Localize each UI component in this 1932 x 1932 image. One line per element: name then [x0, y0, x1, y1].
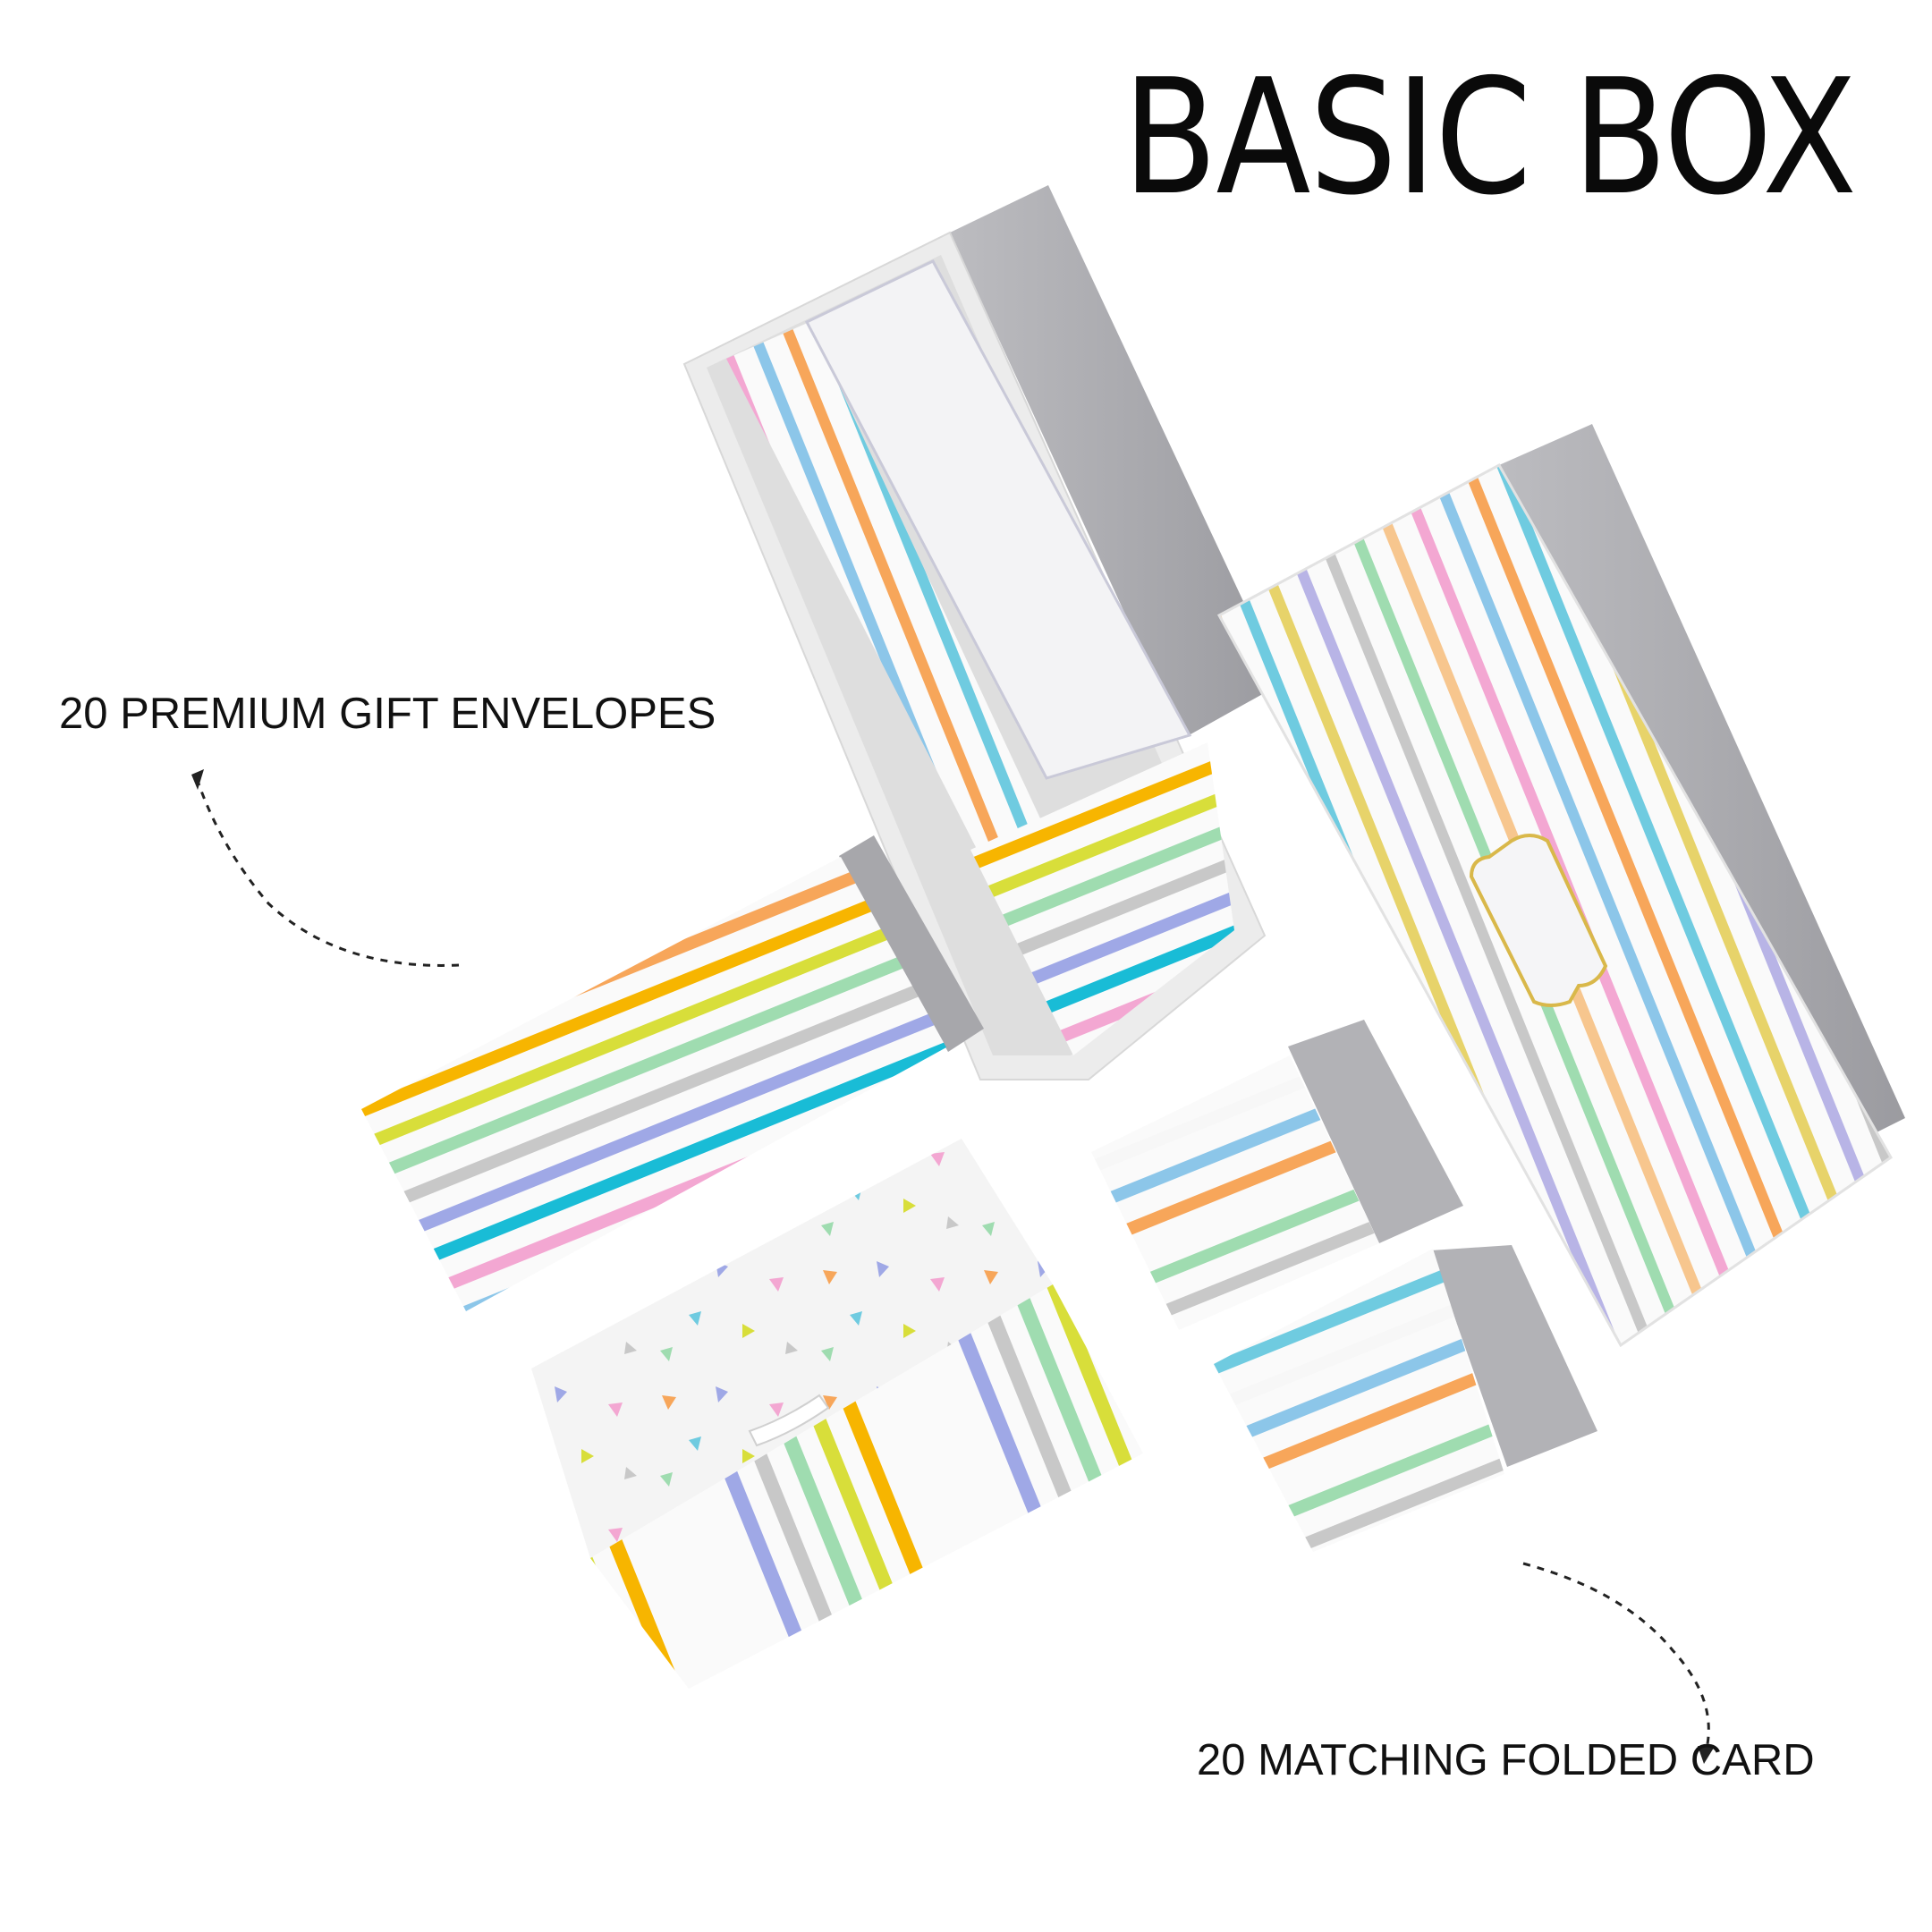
closed-box — [1216, 424, 1905, 1348]
arrow-envelopes-head — [191, 769, 204, 790]
arrow-cards-line — [1522, 1562, 1710, 1750]
confetti-flap — [531, 1139, 1053, 1558]
open-box-shadow — [950, 185, 1282, 739]
arrow-envelopes — [195, 777, 460, 967]
small-card-bottom-back — [1431, 1245, 1597, 1467]
large-envelope-shadow — [839, 835, 984, 1052]
small-card-top-front — [1091, 1055, 1379, 1330]
card-stack-striped — [970, 742, 1234, 1055]
small-card-top-back — [1288, 1020, 1463, 1243]
arrow-cards-head — [1698, 1746, 1714, 1764]
envelope-slot — [748, 1394, 830, 1447]
large-envelope-front — [361, 857, 946, 1311]
open-envelope-pocket — [590, 1284, 1143, 1689]
large-envelope — [361, 835, 984, 1311]
card-stack-white — [804, 259, 1192, 780]
open-box — [682, 185, 1282, 1080]
cards-caption: 20 MATCHING FOLDED CARD — [1197, 1736, 1815, 1784]
arrow-cards — [1522, 1562, 1710, 1750]
small-card-top — [1091, 1020, 1463, 1330]
small-card-bottom-front — [1214, 1249, 1504, 1552]
page-title: BASIC BOX — [1123, 45, 1857, 230]
arrow-envelopes-line — [195, 777, 460, 967]
open-envelope — [531, 1139, 1143, 1689]
small-card-bottom — [1214, 1245, 1597, 1552]
envelopes-caption: 20 PREMIUM GIFT ENVELOPES — [59, 690, 716, 738]
label-plate — [1469, 834, 1608, 1007]
closed-box-shadow — [1499, 424, 1905, 1163]
envelope-stack — [726, 322, 1046, 854]
